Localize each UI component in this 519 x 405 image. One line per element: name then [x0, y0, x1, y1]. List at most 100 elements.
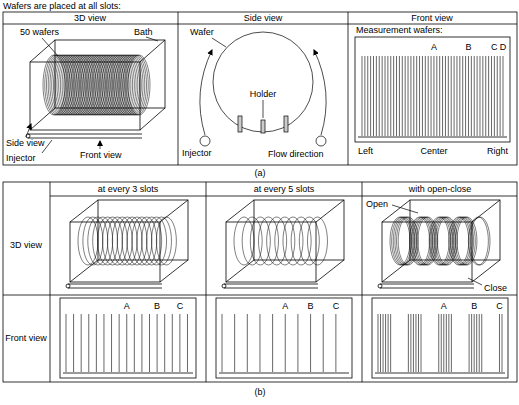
label: B [465, 42, 471, 52]
wafer [454, 217, 474, 265]
wafer [151, 217, 171, 265]
wafer-line [462, 56, 463, 136]
wafer-line [502, 314, 503, 372]
bath-front [226, 222, 316, 282]
wafer-line [323, 314, 324, 372]
wafer [390, 217, 410, 265]
bath-front [70, 222, 160, 282]
bath-edge [30, 108, 55, 130]
injector-end [222, 284, 226, 288]
wafer-line [443, 314, 444, 372]
wafer-line [222, 314, 223, 372]
label: Open [366, 199, 388, 209]
wafer-line [187, 314, 188, 372]
wafer-line [259, 314, 260, 372]
wafer-line [149, 314, 150, 372]
label: at every 5 slots [254, 184, 315, 194]
injector-end [66, 284, 70, 288]
wafer [429, 217, 449, 265]
label: Wafers are placed at all slots: [3, 1, 121, 11]
wafer-line [103, 314, 104, 372]
wafer-line [428, 56, 429, 136]
label: (b) [255, 387, 266, 397]
wafer-line [413, 56, 414, 136]
bath-front [382, 222, 472, 282]
wafer-line [477, 56, 478, 136]
label: Left [358, 146, 373, 156]
wafer-line [442, 56, 443, 136]
injector-tube [224, 284, 318, 285]
wafer-line [419, 56, 420, 136]
wafer-line [479, 56, 480, 136]
label: Wafer [190, 27, 214, 37]
wafer [452, 217, 472, 265]
wafer-line [388, 314, 389, 372]
bath-front-view [372, 298, 508, 378]
wafer-line [172, 314, 173, 372]
wafer-line [247, 314, 248, 372]
label: A [441, 301, 447, 311]
label: with open-close [409, 184, 472, 194]
wafer-line [471, 56, 472, 136]
leaders-a [26, 37, 482, 285]
wafer-line [234, 314, 235, 372]
wafer-line [418, 314, 419, 372]
wafer-line [485, 56, 486, 136]
label: Center [420, 146, 447, 156]
wafer-line [402, 56, 403, 136]
wafer [250, 217, 270, 265]
wafer [418, 217, 438, 265]
wafer-line [448, 314, 449, 372]
label: B [308, 301, 314, 311]
wafer-line [376, 56, 377, 136]
wafer-line [81, 314, 82, 372]
wafer-line [474, 314, 475, 372]
label: Front view [5, 333, 47, 343]
label: C [177, 301, 184, 311]
bath-edge [30, 40, 55, 62]
wafer-line [439, 56, 440, 136]
wafer [156, 217, 176, 265]
wafer [126, 55, 148, 115]
label: A [282, 301, 288, 311]
wafer-line [164, 314, 165, 372]
label: A [431, 42, 437, 52]
wafer-line [503, 56, 504, 136]
bath-edge [316, 200, 344, 222]
wafer-line [446, 314, 447, 372]
wafer [283, 217, 303, 265]
injector-end [26, 134, 30, 138]
wafer-line [500, 56, 501, 136]
label: Close [484, 283, 507, 293]
wafer-line [297, 314, 298, 372]
wafer [234, 217, 254, 265]
wafer-line [179, 314, 180, 372]
label: B [471, 301, 477, 311]
wafer-line [408, 56, 409, 136]
wafer-line [141, 314, 142, 372]
label: C [496, 301, 503, 311]
wafer-line [364, 56, 365, 136]
label: 3D view [74, 13, 106, 23]
wafer-line [96, 314, 97, 372]
label: Front view [411, 13, 453, 23]
wafer-line [459, 56, 460, 136]
wafer-line [416, 56, 417, 136]
wafer [450, 217, 470, 265]
wafer-line [494, 56, 495, 136]
wafer-line [399, 56, 400, 136]
wafer-line [454, 56, 455, 136]
injector-tube [68, 284, 162, 285]
holder-bar [219, 373, 349, 374]
wafer [470, 217, 490, 265]
wafer-line [66, 314, 67, 372]
label: Front view [80, 150, 122, 160]
bath-front-view [216, 298, 352, 378]
bath-front-view [355, 37, 510, 142]
wafer-line [310, 314, 311, 372]
injector-tube [224, 288, 318, 289]
holder-bar [63, 373, 193, 374]
wafer-line [335, 314, 336, 372]
wafer-line [499, 314, 500, 372]
